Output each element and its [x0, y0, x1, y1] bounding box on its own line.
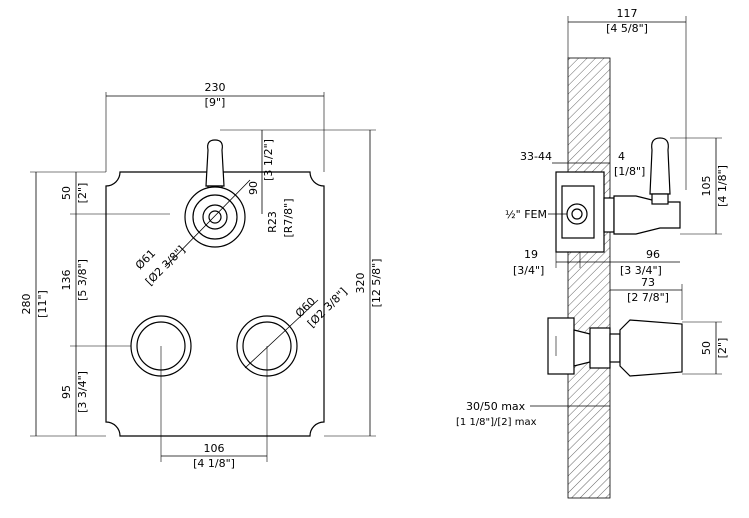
spacing-in: [4 1/8"] [193, 457, 235, 470]
lever-h-in: [4 1/8"] [716, 165, 729, 207]
outer-in: [12 5/8"] [370, 259, 383, 308]
spacing-mm: 106 [204, 442, 225, 455]
wall-section [567, 57, 611, 499]
lever-h-mm: 105 [700, 176, 713, 197]
mid-in: [5 3/8"] [76, 259, 89, 301]
bot-mm: 95 [60, 385, 73, 399]
lever-mm: 90 [247, 181, 260, 195]
wall-in: [1 1/8"]/[2] max [456, 417, 537, 428]
lever-handle [184, 139, 246, 248]
gap-in: [1/8"] [614, 165, 645, 178]
wall-mm: 30/50 max [466, 400, 526, 413]
height-in: [11"] [36, 290, 49, 318]
left-in: [3/4"] [513, 264, 544, 277]
right-in: [3 3/4"] [620, 264, 662, 277]
valve-mm: 73 [641, 276, 655, 289]
top-mm: 50 [60, 186, 73, 200]
radius-mm: R23 [266, 211, 279, 233]
front-view: 230 [9"] 280 [11"] 50 [2"] 136 [5 3/8"] … [20, 81, 383, 470]
outer-mm: 320 [354, 273, 367, 294]
fem-label: ½" FEM [505, 208, 547, 221]
bot-in: [3 3/4"] [76, 371, 89, 413]
knob-h-in: [2"] [716, 338, 729, 359]
depth-mm: 117 [617, 7, 638, 20]
side-lever [603, 137, 681, 235]
width-mm: 230 [205, 81, 226, 94]
gap-mm: 4 [618, 150, 625, 163]
range-mm: 33-44 [520, 150, 552, 163]
width-in: [9"] [205, 96, 226, 109]
knob-h-mm: 50 [700, 341, 713, 355]
depth-in: [4 5/8"] [606, 22, 648, 35]
valve-in: [2 7/8"] [627, 291, 669, 304]
lever-in: [3 1/2"] [262, 139, 275, 181]
height-mm: 280 [20, 294, 33, 315]
top-in: [2"] [76, 183, 89, 204]
mid-mm: 136 [60, 270, 73, 291]
left-mm: 19 [524, 248, 538, 261]
side-view: 117 [4 5/8"] ½" FEM 33-44 4 [1/8"] 105 [… [456, 7, 729, 499]
right-mm: 96 [646, 248, 660, 261]
radius-in: [R7/8"] [282, 199, 295, 238]
side-valve-knob [547, 317, 683, 377]
